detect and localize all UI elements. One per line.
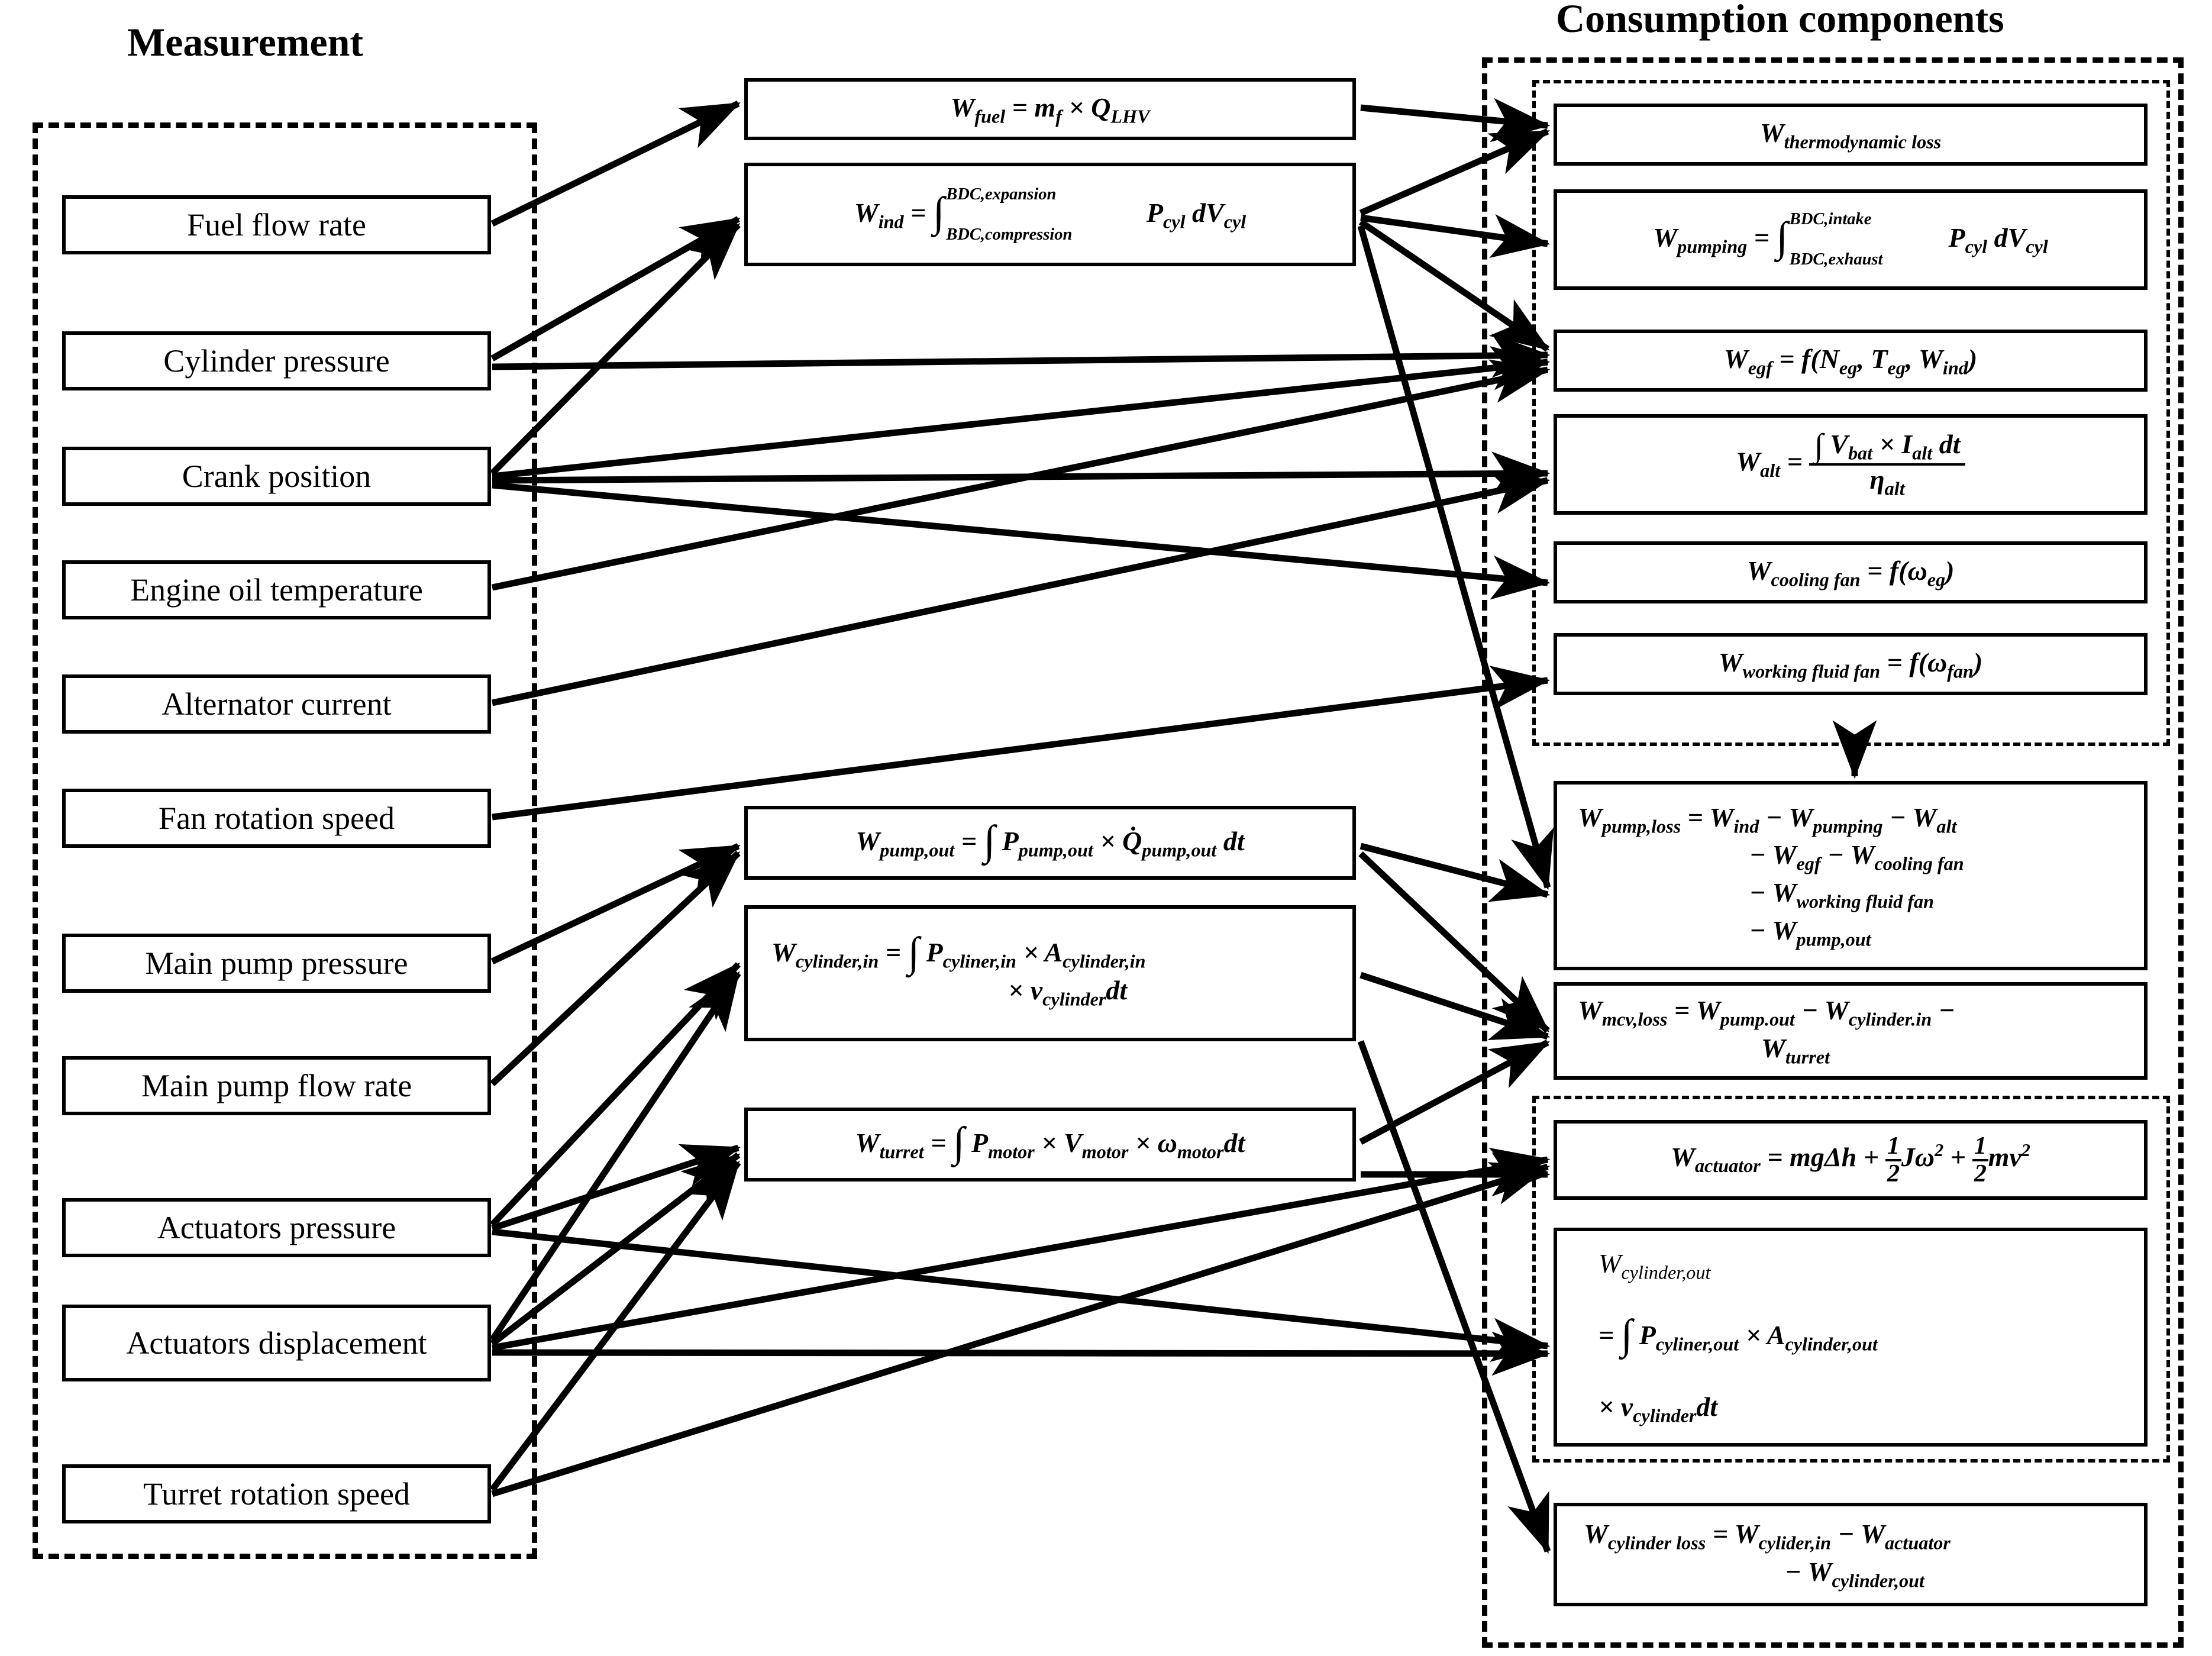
equation-box-w-cylinder-in[interactable]: Wcylinder,in = ∫ Pcyliner,in × Acylinder… — [744, 905, 1356, 1041]
measurement-box-crank-position[interactable]: Crank position — [62, 447, 491, 506]
arrow-altcurrent-to-walt — [491, 470, 1551, 706]
arrow-turretspeed-to-wactuator — [491, 1162, 1551, 1497]
measurement-group-frame — [33, 122, 537, 1559]
equation-box-w-cylinder-out[interactable]: Wcylinder,out = ∫ Pcyliner,out × Acylind… — [1554, 1228, 2148, 1447]
measurement-box-cylinder-pressure[interactable]: Cylinder pressure — [62, 331, 491, 390]
measurement-heading: Measurement — [127, 20, 364, 64]
arrow-crank-to-wegf — [492, 346, 1551, 480]
measurement-label: Crank position — [182, 458, 372, 494]
arrow-crank-to-wcoolingfan — [492, 482, 1551, 600]
equation-render: Wturret = ∫ Pmotor × Vmotor × ωmotordt — [855, 1118, 1245, 1166]
equation-box-w-turret[interactable]: Wturret = ∫ Pmotor × Vmotor × ωmotordt — [744, 1108, 1356, 1182]
measurement-label: Actuators displacement — [126, 1325, 427, 1361]
measurement-label: Actuators pressure — [157, 1209, 396, 1245]
equation-render: Wfuel = mf × QLHV — [950, 92, 1150, 127]
equation-render: Wpump,loss = Wind − Wpumping − Walt − We… — [1578, 802, 1964, 950]
measurement-box-main-pump-flow-rate[interactable]: Main pump flow rate — [62, 1056, 491, 1115]
arrow-actdisp-to-wcylinderout — [492, 1331, 1551, 1376]
consumption-heading: Consumption components — [1556, 0, 2004, 41]
measurement-box-fan-rotation-speed[interactable]: Fan rotation speed — [62, 789, 491, 848]
measurement-label: Engine oil temperature — [130, 572, 423, 608]
measurement-box-actuators-pressure[interactable]: Actuators pressure — [62, 1198, 491, 1257]
equation-box-w-cooling-fan[interactable]: Wcooling fan = f(ωeg) — [1554, 541, 2148, 603]
equation-render: Wcylinder,out = ∫ Pcyliner,out × Acylind… — [1599, 1248, 1878, 1426]
arrow-crank-to-walt — [492, 451, 1551, 496]
equation-render: Wthermodynamic loss — [1759, 117, 1942, 153]
arrow-oiltemp-to-wegf — [491, 359, 1551, 591]
equation-render: Wpump,out = ∫ Ppump,out × Q̇pump,out dt — [855, 816, 1245, 864]
measurement-box-turret-rotation-speed[interactable]: Turret rotation speed — [62, 1464, 491, 1523]
arrow-cylpressure-to-wegf — [492, 333, 1551, 378]
measurement-box-alternator-current[interactable]: Alternator current — [62, 674, 491, 734]
equation-render: Wmcv,loss = Wpump.out − Wcylinder.in − W… — [1578, 995, 1955, 1067]
arrow-actdisp-to-wactuator — [492, 1147, 1551, 1351]
equation-render: Wegf = f(Neg, Teg, Wind) — [1723, 343, 1978, 379]
measurement-label: Fuel flow rate — [187, 206, 366, 243]
equation-render: Wworking fluid fan = f(ωfan) — [1718, 647, 1983, 682]
equation-box-w-fuel[interactable]: Wfuel = mf × QLHV — [744, 78, 1356, 140]
equation-render: Wcylinder loss = Wcylider,in − Wactuator… — [1584, 1518, 1951, 1591]
arrow-actpressure-to-wcylinderout — [492, 1228, 1551, 1363]
measurement-label: Fan rotation speed — [159, 800, 395, 836]
measurement-box-engine-oil-temperature[interactable]: Engine oil temperature — [62, 560, 491, 619]
measurement-label: Main pump flow rate — [141, 1067, 412, 1103]
equation-render: Wcylinder,in = ∫ Pcyliner,in × Acylinder… — [771, 928, 1146, 1010]
measurement-box-actuators-displacement[interactable]: Actuators displacement — [62, 1305, 491, 1381]
equation-box-w-thermodynamic-loss[interactable]: Wthermodynamic loss — [1554, 104, 2148, 166]
measurement-label: Alternator current — [162, 686, 392, 722]
measurement-label: Cylinder pressure — [163, 343, 390, 379]
measurement-box-fuel-flow-rate[interactable]: Fuel flow rate — [62, 195, 491, 254]
arrow-fanspeed-to-wworkingfluidfan — [492, 666, 1551, 821]
measurement-box-main-pump-pressure[interactable]: Main pump pressure — [62, 934, 491, 993]
equation-render: Wcooling fan = f(ωeg) — [1746, 555, 1955, 590]
equation-box-w-pump-loss[interactable]: Wpump,loss = Wind − Wpumping − Walt − We… — [1554, 781, 2148, 970]
equation-box-w-pump-out[interactable]: Wpump,out = ∫ Ppump,out × Q̇pump,out dt — [744, 806, 1356, 880]
measurement-label: Turret rotation speed — [143, 1476, 410, 1512]
equation-box-w-mcv-loss[interactable]: Wmcv,loss = Wpump.out − Wcylinder.in − W… — [1554, 982, 2148, 1080]
equation-box-w-cylinder-loss[interactable]: Wcylinder loss = Wcylider,in − Wactuator… — [1554, 1503, 2148, 1606]
equation-box-w-working-fluid-fan[interactable]: Wworking fluid fan = f(ωfan) — [1554, 633, 2148, 695]
equation-box-w-egf[interactable]: Wegf = f(Neg, Teg, Wind) — [1554, 330, 2148, 392]
measurement-label: Main pump pressure — [145, 945, 408, 981]
